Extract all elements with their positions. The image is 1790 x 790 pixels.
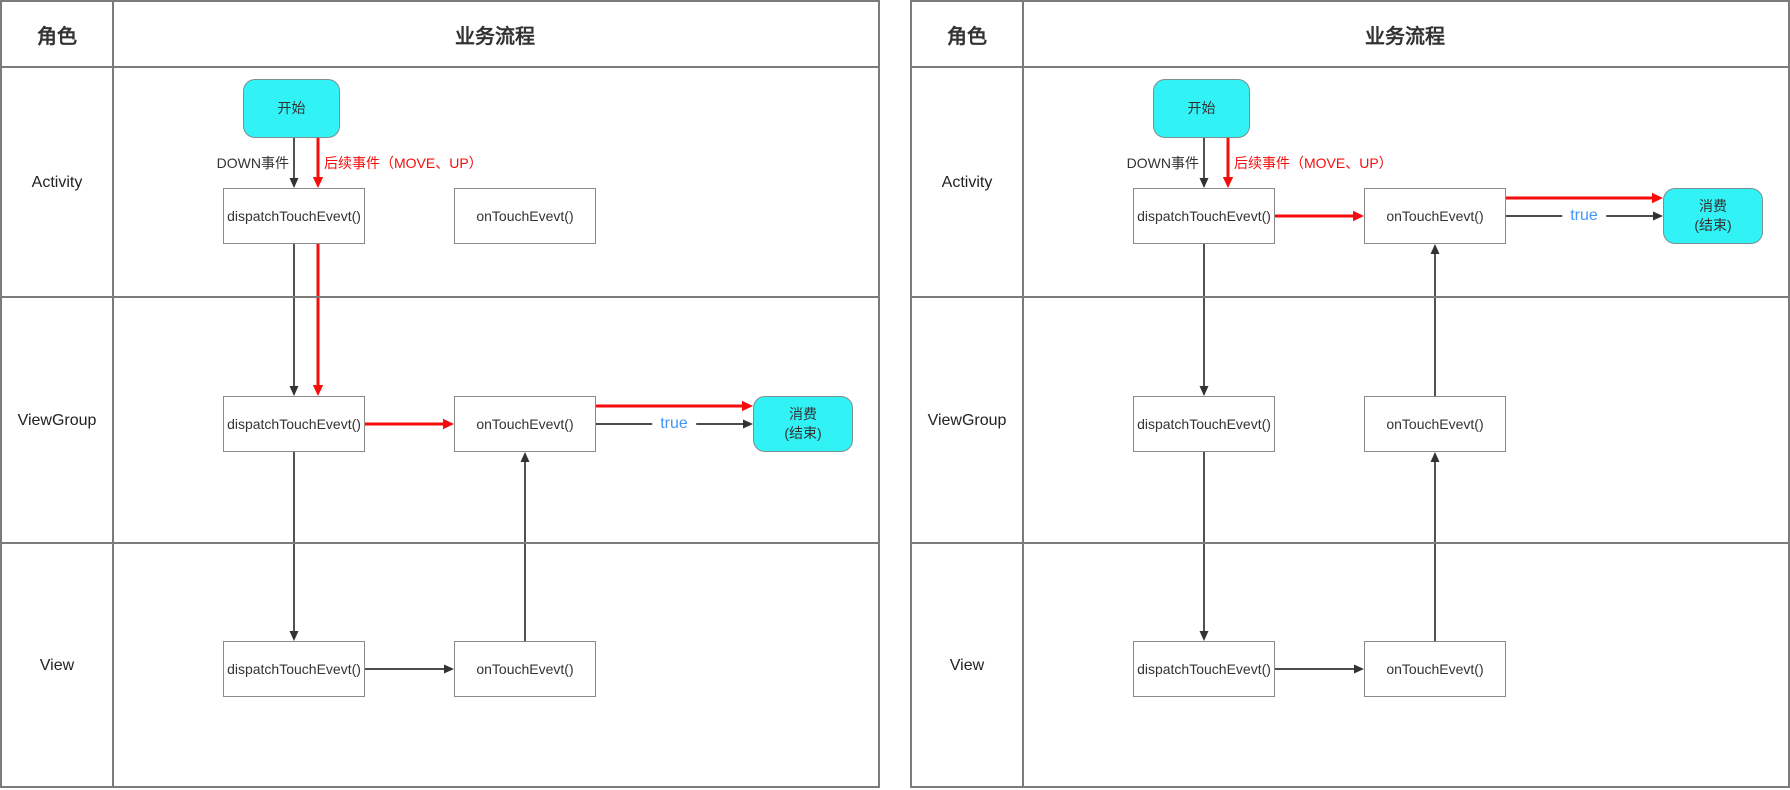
activity-dispatch-box: dispatchTouchEvevt(): [223, 188, 365, 244]
start-to-activity-dispatch-follow: [312, 138, 324, 188]
activity-dispatch-to-ontouch: [1275, 210, 1364, 222]
activity-ontouch-box: onTouchEvevt(): [454, 188, 596, 244]
consume-end-node: 消费 (结束): [753, 396, 853, 452]
view-dispatch-to-ontouch: [1275, 664, 1364, 674]
start-node: 开始: [1153, 79, 1250, 138]
edges-layer: [289, 138, 753, 674]
down-event-label: DOWN事件: [1126, 155, 1199, 171]
viewgroup-to-view-dispatch: [289, 452, 299, 641]
viewgroup-ontouch-to-consume-red: [596, 400, 753, 412]
start-to-activity-dispatch-follow: [1222, 138, 1234, 188]
role-column-header: 角色: [37, 25, 77, 48]
viewgroup-ontouch-box: onTouchEvevt(): [1364, 396, 1506, 452]
activity-to-viewgroup-dispatch-follow: [312, 244, 324, 396]
viewgroup-to-view-dispatch: [1199, 452, 1209, 641]
lane-separator: [912, 296, 1788, 298]
flow-column-header: 业务流程: [455, 25, 535, 48]
start-to-activity-dispatch-down: [1199, 138, 1209, 188]
lane-label-activity: Activity: [31, 174, 83, 191]
viewgroup-ontouch-box: onTouchEvevt(): [454, 396, 596, 452]
activity-to-viewgroup-dispatch-down: [289, 244, 299, 396]
true-label: true: [1562, 206, 1606, 226]
role-column-divider: [1022, 2, 1024, 786]
view-ontouch-box: onTouchEvevt(): [454, 641, 596, 697]
view-dispatch-box: dispatchTouchEvevt(): [1133, 641, 1275, 697]
viewgroup-dispatch-box: dispatchTouchEvevt(): [1133, 396, 1275, 452]
follow-event-label: 后续事件（MOVE、UP）: [1234, 155, 1393, 171]
role-column-header: 角色: [947, 25, 987, 48]
edges-layer: [1199, 138, 1663, 674]
flow-column-header: 业务流程: [1365, 25, 1445, 48]
view-dispatch-to-ontouch: [365, 664, 454, 674]
viewgroup-dispatch-to-ontouch: [365, 418, 454, 430]
down-event-label: DOWN事件: [216, 155, 289, 171]
view-ontouch-up-to-viewgroup: [1430, 452, 1440, 641]
lane-label-viewgroup: ViewGroup: [927, 412, 1007, 429]
consume-end-node: 消费 (结束): [1663, 188, 1763, 244]
viewgroup-dispatch-box: dispatchTouchEvevt(): [223, 396, 365, 452]
view-ontouch-box: onTouchEvevt(): [1364, 641, 1506, 697]
lane-label-viewgroup: ViewGroup: [17, 412, 97, 429]
lane-separator: [2, 66, 878, 68]
lane-separator: [912, 542, 1788, 544]
follow-event-label: 后续事件（MOVE、UP）: [324, 155, 483, 171]
viewgroup-ontouch-up-to-activity: [1430, 244, 1440, 396]
start-node: 开始: [243, 79, 340, 138]
activity-ontouch-box: onTouchEvevt(): [1364, 188, 1506, 244]
lane-label-activity: Activity: [941, 174, 993, 191]
view-ontouch-up-to-viewgroup: [520, 452, 530, 641]
view-dispatch-box: dispatchTouchEvevt(): [223, 641, 365, 697]
lane-separator: [2, 296, 878, 298]
activity-dispatch-box: dispatchTouchEvevt(): [1133, 188, 1275, 244]
lane-separator: [2, 542, 878, 544]
lane-label-view: View: [39, 657, 75, 674]
activity-to-viewgroup-dispatch: [1199, 244, 1209, 396]
activity-ontouch-to-consume-red: [1506, 192, 1663, 204]
lane-label-view: View: [949, 657, 985, 674]
true-label: true: [652, 414, 696, 434]
start-to-activity-dispatch-down: [289, 138, 299, 188]
role-column-divider: [112, 2, 114, 786]
lane-separator: [912, 66, 1788, 68]
